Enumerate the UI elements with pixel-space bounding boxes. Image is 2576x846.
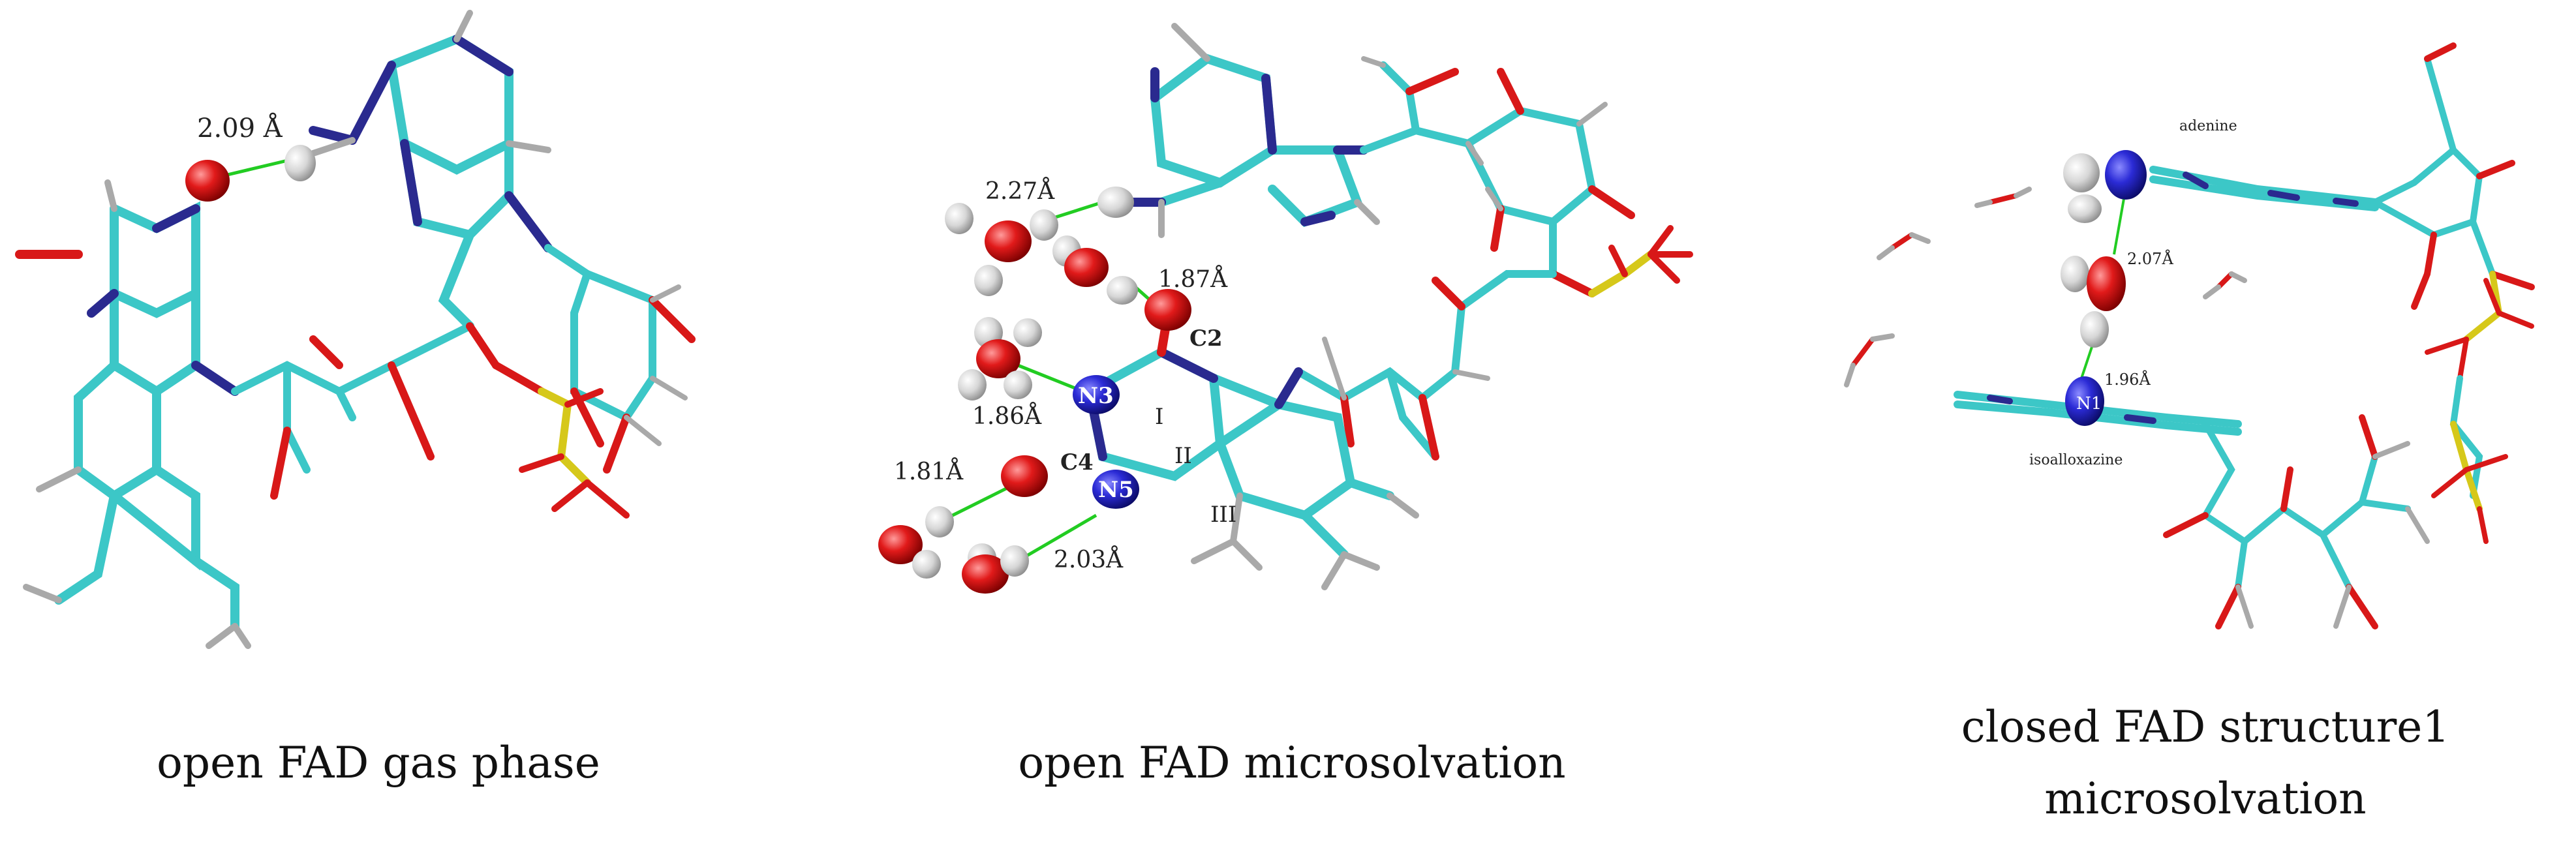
distance-label: 2.09 Å xyxy=(197,113,283,144)
oxygen-o4-atom xyxy=(1001,455,1048,497)
panel-closed-molecule xyxy=(1844,42,2535,629)
atom-label: N3 xyxy=(1078,383,1114,409)
hydrogen-atom xyxy=(284,145,316,181)
group-label: adenine xyxy=(2179,118,2237,134)
panel-gas-molecule xyxy=(15,10,696,649)
atom-label: N1 xyxy=(2076,394,2102,414)
nitrogen-n3-atom xyxy=(1073,375,1120,414)
caption-closed-line2: microsolvation xyxy=(2044,774,2367,824)
water-molecules xyxy=(878,187,1138,594)
caption-gas-phase: open FAD gas phase xyxy=(157,738,600,788)
atom-label: C2 xyxy=(1189,325,1223,352)
panel-micro-molecule xyxy=(1085,23,1693,590)
ring-label: III xyxy=(1210,502,1236,528)
water-molecules xyxy=(2061,153,2126,348)
atom-label: N5 xyxy=(1098,477,1134,503)
hbond-line xyxy=(221,158,291,178)
atom-label: C4 xyxy=(1060,449,1094,476)
distance-label: 1.96Å xyxy=(2104,370,2151,389)
ring-label: II xyxy=(1174,443,1192,469)
group-label: isoalloxazine xyxy=(2029,452,2123,468)
distance-label: 2.07Å xyxy=(2127,249,2173,268)
caption-closed-line1: closed FAD structure1 xyxy=(1961,702,2450,752)
distance-label: 1.81Å xyxy=(894,458,964,485)
nitrogen-n5-atom xyxy=(1092,470,1139,509)
nitrogen-adenine-atom xyxy=(2105,150,2147,200)
nitrogen-n1-atom xyxy=(2065,376,2104,426)
caption-open-microsolvation: open FAD microsolvation xyxy=(1018,738,1566,788)
distance-label: 2.03Å xyxy=(1054,546,1124,573)
distance-label: 1.87Å xyxy=(1158,265,1228,293)
oxygen-o2-atom xyxy=(1144,289,1191,331)
distance-label: 1.86Å xyxy=(972,402,1042,430)
ring-label: I xyxy=(1155,404,1163,430)
distance-label: 2.27Å xyxy=(985,177,1055,205)
oxygen-atom xyxy=(185,160,230,202)
